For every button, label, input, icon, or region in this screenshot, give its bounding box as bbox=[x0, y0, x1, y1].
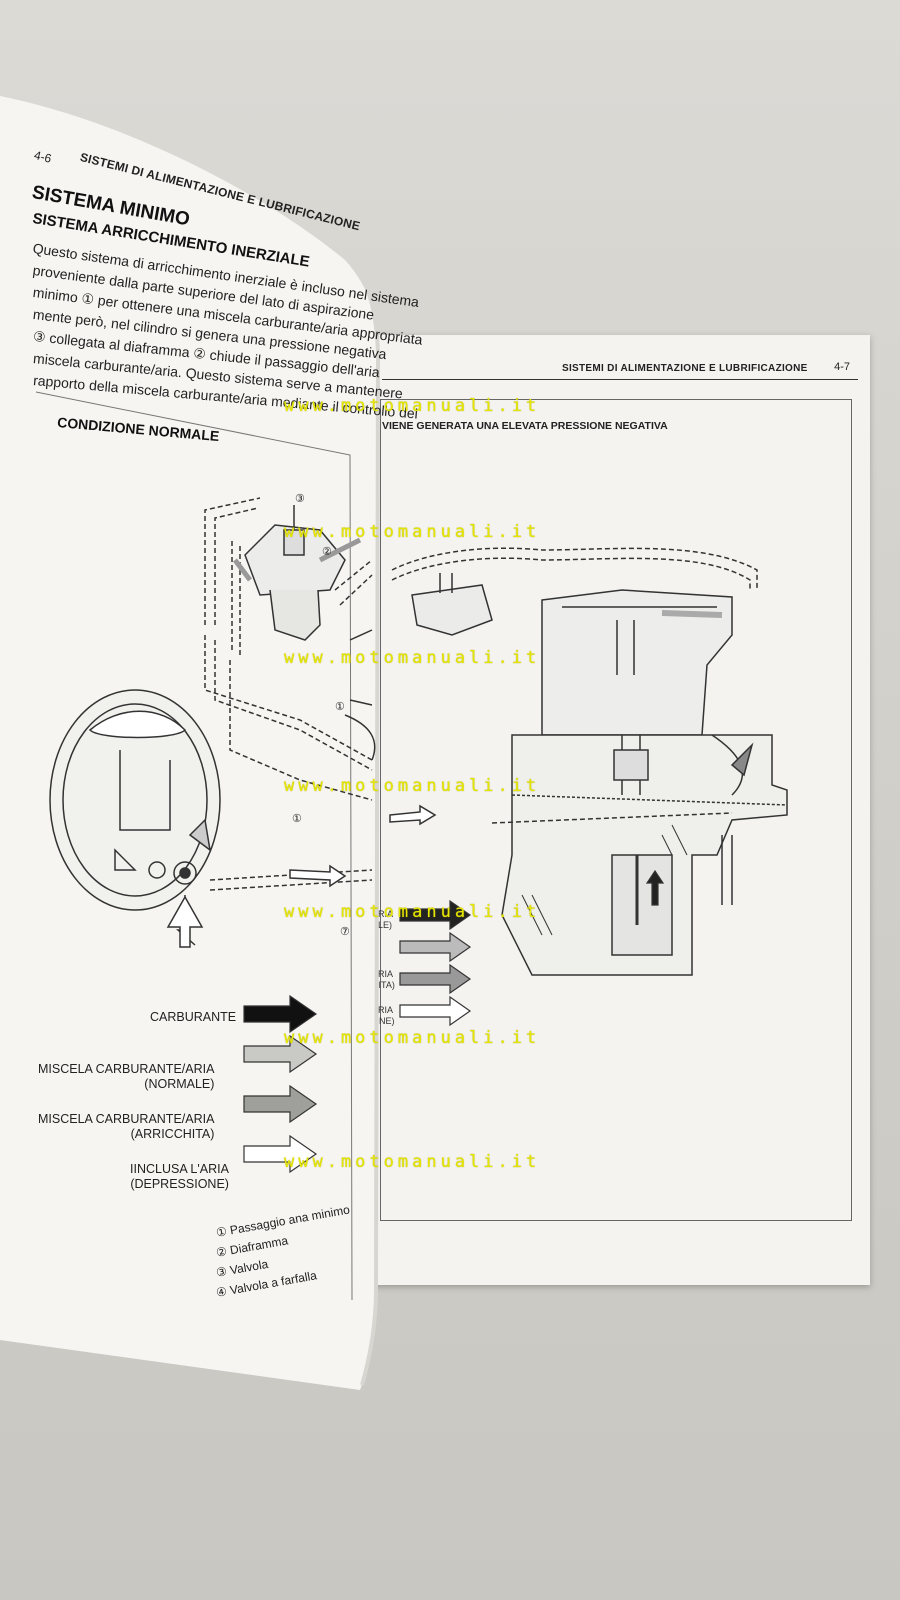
watermark-6: www.motomanuali.it bbox=[284, 1028, 541, 1048]
callout-2: ② bbox=[322, 546, 332, 558]
right-page-header: SISTEMI DI ALIMENTAZIONE E LUBRIFICAZION… bbox=[562, 363, 808, 374]
carburetor-diagram bbox=[391, 547, 788, 1027]
watermark-2: www.motomanuali.it bbox=[284, 522, 541, 542]
legend-aria-depressione: IINCLUSA L'ARIA(DEPRESSIONE) bbox=[130, 1162, 229, 1191]
callout-7: ⑦ bbox=[340, 926, 350, 938]
callout-3: ③ bbox=[295, 493, 305, 505]
watermark-3: www.motomanuali.it bbox=[284, 648, 541, 668]
watermark-1: www.motomanuali.it bbox=[284, 396, 541, 416]
right-diagram-subtitle: VIENE GENERATA UNA ELEVATA PRESSIONE NEG… bbox=[382, 420, 668, 432]
watermark-7: www.motomanuali.it bbox=[284, 1152, 541, 1172]
legend-miscela-normale: MISCELA CARBURANTE/ARIA(NORMALE) bbox=[38, 1062, 215, 1091]
right-page-number: 4-7 bbox=[834, 361, 850, 373]
watermark-4: www.motomanuali.it bbox=[284, 776, 541, 796]
callout-1b: ① bbox=[292, 813, 302, 825]
callout-1a: ① bbox=[335, 701, 345, 713]
diagram-frame bbox=[380, 399, 852, 1221]
watermark-5: www.motomanuali.it bbox=[284, 902, 541, 922]
right-page: SISTEMI DI ALIMENTAZIONE E LUBRIFICAZION… bbox=[372, 335, 870, 1285]
legend-carburante: CARBURANTE bbox=[150, 1010, 237, 1024]
header-rule bbox=[382, 379, 858, 380]
legend-miscela-arricchita: MISCELA CARBURANTE/ARIA(ARRICCHITA) bbox=[38, 1112, 215, 1141]
